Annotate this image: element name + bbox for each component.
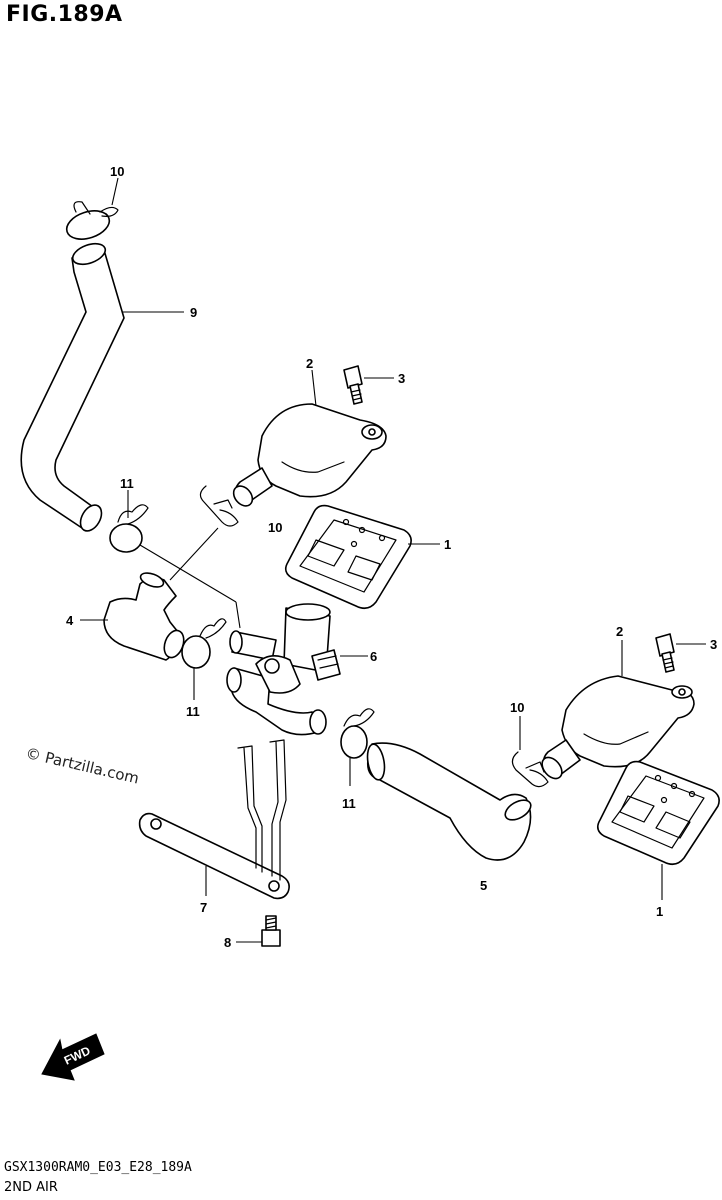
section-name: 2ND AIR — [4, 1180, 58, 1195]
callout-3-left: 3 — [398, 371, 405, 386]
hose-5[interactable] — [365, 742, 534, 861]
leader-10-top — [111, 177, 119, 206]
figure-title: FIG.189A — [6, 2, 123, 27]
reed-valve-1-left[interactable] — [284, 504, 412, 610]
bracket-7[interactable] — [138, 739, 290, 900]
clamp-11-low[interactable] — [340, 708, 375, 759]
callout-1-left: 1 — [444, 537, 451, 552]
control-valve-6[interactable] — [226, 603, 341, 736]
bolt-3-right[interactable] — [655, 633, 675, 673]
callout-10-mid: 10 — [268, 520, 282, 535]
callout-2-right: 2 — [616, 624, 623, 639]
clamp-10-right[interactable] — [511, 751, 549, 788]
reed-valve-cover-2-right[interactable] — [538, 675, 695, 782]
callout-10-top: 10 — [110, 164, 124, 179]
callout-3-right: 3 — [710, 637, 717, 652]
clamp-10-top[interactable] — [63, 201, 119, 244]
callout-1-right: 1 — [656, 904, 663, 919]
fwd-arrow-icon: FWD — [41, 1033, 105, 1081]
clamp-11-mid[interactable] — [181, 618, 227, 669]
bolt-3-left[interactable] — [343, 365, 363, 405]
reed-valve-1-right[interactable] — [596, 760, 720, 866]
callout-8: 8 — [224, 935, 231, 950]
model-code: GSX1300RAM0_E03_E28_189A — [4, 1160, 192, 1175]
callout-2-left: 2 — [306, 356, 313, 371]
callout-9: 9 — [190, 305, 197, 320]
callout-11-low: 11 — [342, 796, 356, 811]
callout-10-right: 10 — [510, 700, 524, 715]
reed-valve-cover-2-left[interactable] — [230, 403, 387, 510]
callout-4: 4 — [66, 613, 74, 628]
link-lines — [139, 527, 241, 629]
clamp-10-mid[interactable] — [199, 485, 239, 527]
leader-2-left — [311, 369, 317, 407]
callout-6: 6 — [370, 649, 377, 664]
callout-7: 7 — [200, 900, 207, 915]
callout-11-mid: 11 — [186, 704, 200, 719]
callout-11-top: 11 — [120, 476, 134, 491]
bolt-8[interactable] — [261, 915, 281, 947]
callout-5: 5 — [480, 878, 487, 893]
hose-4[interactable] — [103, 570, 187, 661]
clamp-11-top[interactable] — [109, 504, 149, 553]
hose-9[interactable] — [20, 240, 125, 535]
